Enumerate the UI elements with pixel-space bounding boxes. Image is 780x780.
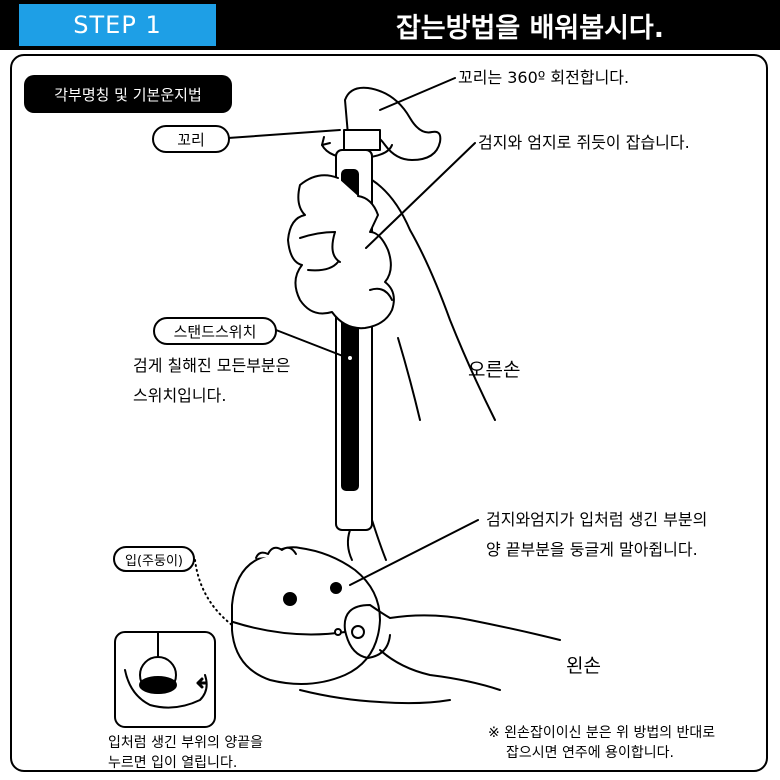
tail-rotation-note: 꼬리는 360º 회전합니다. (458, 68, 630, 87)
right-hand-label: 오른손 (468, 359, 521, 381)
left-eye (283, 592, 297, 606)
mouth-note-line1: 검지와엄지가 입처럼 생긴 부분의 (486, 510, 708, 529)
switch-note-line2: 스위치입니다. (133, 386, 227, 405)
stand-switch-label: 스탠드스위치 (153, 317, 277, 345)
mouth-note-line2: 양 끝부분을 둥글게 말아쥡니다. (486, 540, 698, 559)
leader-grip (365, 142, 476, 249)
lefty-note-line1: ※ 왼손잡이이신 분은 위 방법의 반대로 (488, 725, 716, 741)
tail-label: 꼬리 (152, 125, 230, 153)
lefty-note-line2: 잡으시면 연주에 용이합니다. (506, 745, 674, 761)
page-title: 잡는방법을 배워봅시다. (395, 12, 665, 44)
tail-shape (344, 86, 442, 161)
head (231, 546, 381, 685)
section-title-badge: 각부명칭 및 기본운지법 (24, 75, 232, 113)
mouth-seam (232, 621, 346, 636)
step-badge: STEP 1 (19, 4, 216, 46)
leader-mouth (349, 519, 479, 586)
switch-note-line1: 검게 칠해진 모든부분은 (133, 356, 291, 375)
leader-tail (227, 129, 341, 139)
leader-mouth-part (194, 559, 233, 626)
inset-note-line2: 누르면 입이 열립니다. (108, 755, 238, 771)
grip-note: 검지와 엄지로 쥐듯이 잡습니다. (478, 133, 690, 152)
leader-switch (275, 329, 349, 359)
inset-note-line1: 입처럼 생긴 부위의 양끝을 (108, 735, 264, 751)
left-hand (299, 604, 561, 705)
mouth-label: 입(주둥이) (113, 546, 195, 572)
right-eye (330, 582, 342, 594)
leader-tail-rotation (379, 77, 456, 111)
tail-band (343, 129, 381, 151)
left-hand-label: 왼손 (566, 655, 601, 677)
